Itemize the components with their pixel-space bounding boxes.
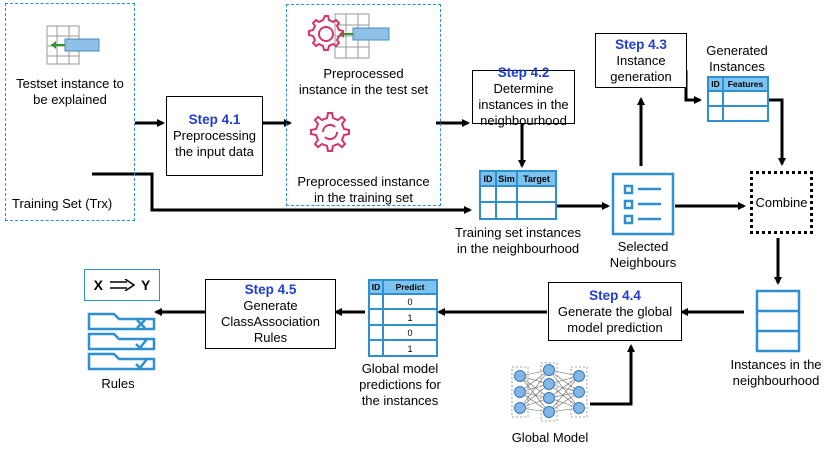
rule-formula-box: X Y	[84, 269, 160, 301]
predict-cell: 1	[407, 313, 412, 323]
predict-cell: 0	[407, 328, 412, 338]
testset-table-icon	[46, 25, 100, 65]
step-4-4-text: Generate the global model prediction	[557, 303, 673, 335]
training-header-target: Target	[523, 174, 550, 184]
step-4-4-box: Step 4.4 Generate the global model predi…	[548, 282, 682, 341]
step-4-1-text: Preprocessing the input data	[172, 128, 257, 159]
step-4-2-title: Step 4.2	[497, 65, 550, 80]
step-4-3-text: Instance generation	[610, 52, 672, 84]
step-4-5-title: Step 4.5	[244, 282, 297, 297]
step-4-1-box: Step 4.1 Preprocessing the input data	[166, 96, 263, 176]
predict-cell: 1	[407, 344, 412, 354]
rule-consequent: Y	[141, 277, 151, 293]
preprocessed-train-label: Preprocessed instance in the training se…	[297, 174, 430, 205]
generated-instances-table: ID Features	[707, 76, 769, 122]
implies-arrow-icon	[110, 279, 135, 291]
predict-cell: 0	[407, 297, 412, 307]
rules-label: Rules	[101, 376, 135, 391]
training-header-sim: Sim	[498, 174, 515, 184]
selected-neighbours-icon	[611, 172, 675, 236]
predictions-table: ID Predict 0 1 0 1	[368, 279, 438, 357]
instances-neighbourhood-label: Instances in the neighbourhood	[730, 357, 822, 388]
step-4-2-text: Determine instances in the neighbourhood	[478, 81, 569, 128]
training-header-id: ID	[484, 174, 494, 184]
global-model-label: Global Model	[511, 430, 589, 445]
step-4-3-title: Step 4.3	[615, 36, 667, 52]
training-neighbourhood-table: ID Sim Target	[479, 170, 557, 220]
rules-checklist-icon	[87, 312, 156, 371]
testset-dashed-group	[5, 3, 135, 221]
training-set-label: Training Set (Trx)	[12, 196, 113, 211]
step-4-3-box: Step 4.3 Instance generation	[595, 33, 687, 88]
preprocessed-dashed-group	[286, 4, 441, 206]
step-4-5-box: Step 4.5 Generate ClassAssociation Rules	[205, 279, 336, 349]
testset-label: Testset instance to be explained	[16, 76, 124, 107]
step-4-2-box: Step 4.2 Determine instances in the neig…	[472, 65, 575, 128]
selected-neighbours-label: Selected Neighbours	[609, 239, 677, 270]
global-model-network-icon	[511, 362, 588, 422]
training-neighbourhood-label: Training set instances in the neighbourh…	[455, 225, 581, 256]
generated-instances-label: Generated Instances	[706, 43, 768, 74]
step-4-5-text: Generate ClassAssociation Rules	[221, 298, 320, 345]
preprocessed-test-icon	[308, 13, 390, 59]
generated-header-features: Features	[728, 79, 764, 89]
predict-header-id: ID	[372, 282, 381, 292]
predict-header-predict: Predict	[396, 282, 425, 292]
combine-label: Combine	[755, 195, 808, 210]
global-predictions-label: Global model predictions for the instanc…	[359, 361, 441, 408]
instances-neighbourhood-icon	[755, 289, 801, 353]
generated-header-id: ID	[711, 79, 720, 89]
rule-antecedent: X	[93, 277, 103, 293]
preprocessed-train-icon	[310, 112, 350, 152]
step-4-4-title: Step 4.4	[589, 287, 641, 303]
step-4-1-title: Step 4.1	[188, 112, 241, 127]
combine-box: Combine	[750, 171, 813, 234]
preprocessed-test-label: Preprocessed instance in the test set	[298, 66, 429, 97]
